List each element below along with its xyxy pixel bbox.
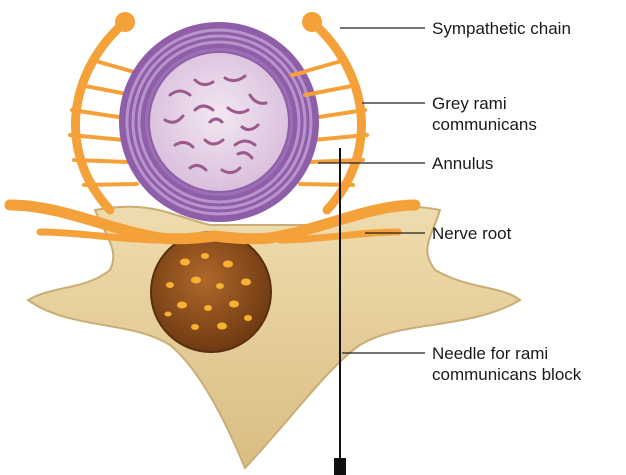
label-needle-line1: Needle for rami [432, 343, 581, 364]
label-sympathetic-chain-text: Sympathetic chain [432, 18, 571, 39]
vertebra [28, 207, 520, 468]
vertebral-bone [28, 207, 520, 468]
label-sympathetic-chain: Sympathetic chain [432, 18, 571, 39]
label-needle: Needle for rami communicans block [432, 343, 581, 385]
needle-hub [334, 458, 346, 475]
intervertebral-disc [119, 22, 319, 222]
label-annulus-text: Annulus [432, 153, 493, 174]
label-grey-rami-line1: Grey rami [432, 93, 537, 114]
spinal-cord-shape [151, 232, 271, 352]
label-annulus: Annulus [432, 153, 493, 174]
label-needle-line2: communicans block [432, 364, 581, 385]
right-ganglion [302, 12, 322, 32]
left-ganglion [115, 12, 135, 32]
label-grey-rami-line2: communicans [432, 114, 537, 135]
label-grey-rami: Grey rami communicans [432, 93, 537, 135]
label-nerve-root: Nerve root [432, 223, 511, 244]
label-nerve-root-text: Nerve root [432, 223, 511, 244]
spinal-cord [151, 232, 271, 352]
